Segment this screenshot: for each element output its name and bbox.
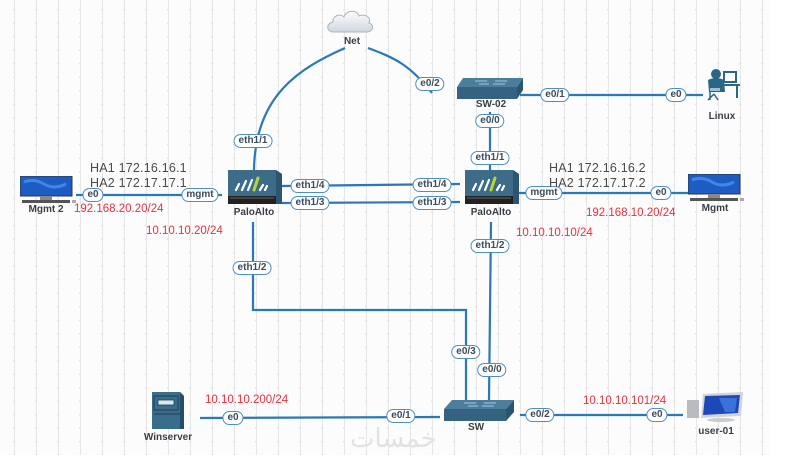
node-sw02[interactable]: SW-02	[455, 78, 527, 110]
port-pa-left-eth1-2[interactable]: eth1/2	[232, 261, 272, 275]
port-mgmt-e0[interactable]: e0	[650, 186, 672, 200]
port-sw-e0-2[interactable]: e0/2	[525, 408, 555, 422]
port-pa-left-mgmt[interactable]: mgmt	[181, 188, 219, 202]
node-user01[interactable]: user-01	[685, 392, 749, 438]
node-label: Winserver	[143, 432, 193, 443]
ha2-left-text: HA2 172.17.17.1	[90, 176, 187, 190]
node-sw[interactable]: SW	[442, 400, 518, 434]
linux-user-icon	[707, 69, 740, 101]
firewall-icon	[228, 170, 282, 204]
link-net-paloalto-left	[252, 46, 346, 171]
port-winserver-e0[interactable]: e0	[222, 411, 244, 425]
node-net[interactable]: Net	[325, 8, 375, 47]
ip-mgmt2: 192.168.20.20/24	[74, 203, 164, 215]
port-pa-right-eth1-1[interactable]: eth1/1	[470, 151, 510, 165]
node-winserver[interactable]: Winserver	[143, 392, 193, 443]
ha2-right-text: HA2 172.17.17.2	[549, 176, 646, 190]
desktop-pc-icon	[687, 392, 743, 422]
port-sw-e0-3[interactable]: e0/3	[451, 345, 481, 359]
port-sw02-e0-2[interactable]: e0/2	[415, 77, 445, 91]
link-paloalto-left-sw	[251, 222, 468, 400]
node-label: Linux	[708, 111, 736, 122]
port-pa-left-eth1-4[interactable]: eth1/4	[290, 179, 330, 193]
node-mgmt[interactable]: Mgmt	[687, 173, 744, 214]
port-mgmt2-e0[interactable]: e0	[82, 188, 104, 202]
port-sw02-e0-1[interactable]: e0/1	[540, 88, 570, 102]
watermark-text: خمسات	[350, 424, 437, 454]
ip-winserver: 10.10.10.200/24	[205, 394, 289, 406]
port-linux-e0[interactable]: e0	[665, 88, 687, 102]
node-paloalto-right[interactable]: PaloAlto	[461, 168, 521, 218]
ip-paloalto-left: 10.10.10.20/24	[146, 225, 223, 237]
node-label: Mgmt	[701, 203, 729, 214]
port-pa-right-eth1-4[interactable]: eth1/4	[412, 178, 452, 192]
node-label: Mgmt 2	[28, 204, 64, 215]
port-pa-left-eth1-3[interactable]: eth1/3	[290, 196, 330, 210]
node-paloalto-left[interactable]: PaloAlto	[224, 168, 284, 218]
ip-user01: 10.10.10.101/24	[583, 395, 667, 407]
switch-icon	[444, 400, 514, 421]
port-sw-e0-1[interactable]: e0/1	[386, 409, 416, 423]
node-label: PaloAlto	[233, 207, 275, 218]
node-label: SW-02	[475, 99, 507, 110]
ip-paloalto-right: 10.10.10.10/24	[516, 227, 593, 239]
node-label: PaloAlto	[470, 207, 512, 218]
port-pa-right-eth1-3[interactable]: eth1/3	[412, 196, 452, 210]
port-sw02-e0-0[interactable]: e0/0	[475, 114, 505, 128]
monitor-icon	[19, 175, 76, 203]
node-label: SW	[467, 422, 485, 433]
node-label: user-01	[698, 426, 734, 437]
monitor-icon	[687, 173, 744, 201]
topology-canvas[interactable]: Net SW-02 Linux	[0, 0, 770, 455]
cloud-icon	[327, 10, 374, 33]
port-sw-e0-0[interactable]: e0/0	[477, 363, 507, 377]
port-user01-e0[interactable]: e0	[646, 408, 668, 422]
ha1-left-text: HA1 172.16.16.1	[90, 161, 187, 175]
ip-mgmt: 192.168.10.20/24	[586, 207, 676, 219]
server-icon	[152, 392, 184, 429]
port-pa-right-eth1-2[interactable]: eth1/2	[470, 239, 510, 253]
node-linux[interactable]: Linux	[704, 68, 744, 122]
switch-icon	[457, 78, 523, 99]
ha1-right-text: HA1 172.16.16.2	[549, 161, 646, 175]
node-mgmt2[interactable]: Mgmt 2	[19, 175, 76, 216]
firewall-icon	[465, 170, 519, 204]
node-label: Net	[343, 36, 361, 47]
port-pa-right-mgmt[interactable]: mgmt	[525, 186, 563, 200]
port-pa-left-eth1-1[interactable]: eth1/1	[233, 134, 273, 148]
